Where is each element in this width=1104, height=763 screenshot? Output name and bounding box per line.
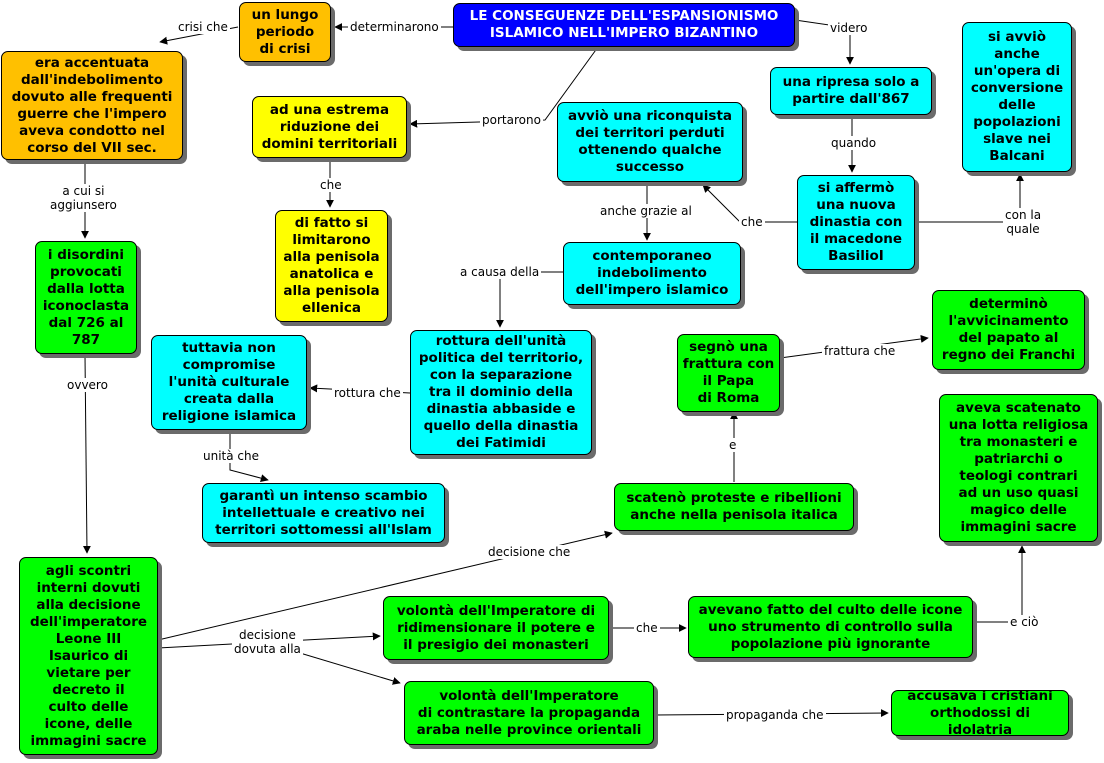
propaganda-node[interactable]: volontà dell'Imperatore di contrastare l… — [404, 681, 654, 745]
franchi-node[interactable]: determinò l'avvicinamento del papato al … — [932, 290, 1085, 370]
ripresa-node[interactable]: una ripresa solo a partire dall'867 — [770, 67, 932, 115]
link-e-cio — [975, 545, 1026, 623]
label-che-2: che — [739, 215, 765, 229]
label-ovvero: ovvero — [65, 378, 110, 392]
riconquista-node[interactable]: avviò una riconquista dei territori perd… — [557, 102, 743, 182]
link-a-causa — [496, 271, 563, 328]
link-unita-che — [229, 430, 269, 483]
papa-node[interactable]: segnò una frattura con il Papa di Roma — [677, 334, 780, 412]
indebolimento-islamico-node[interactable]: contemporaneo indebolimento dell'impero … — [563, 242, 741, 305]
label-rottura-che: rottura che — [332, 386, 403, 400]
label-decisione-che: decisione che — [486, 545, 573, 559]
scambio-node[interactable]: garantì un intenso scambio intellettuale… — [202, 483, 445, 543]
label-a-cui-si: a cui si aggiunsero — [48, 184, 119, 212]
disordini-node[interactable]: i disordini provocati dalla lotta iconoc… — [35, 241, 137, 354]
label-e-cio: e ciò — [1008, 615, 1041, 629]
culto-icone-node[interactable]: avevano fatto del culto delle icone uno … — [688, 596, 973, 658]
opera-conversione-node[interactable]: si avviò anche un'opera di conversione d… — [962, 22, 1072, 172]
label-decisione-dovuta-alla: decisione dovuta alla — [232, 628, 303, 656]
link-decisione-dovuta-2 — [234, 651, 401, 685]
riduzione-node[interactable]: ad una estrema riduzione dei domini terr… — [252, 96, 407, 158]
unita-culturale-node[interactable]: tuttavia non compromise l'unità cultural… — [151, 335, 307, 430]
limitarono-node[interactable]: di fatto si limitarono alla penisola ana… — [275, 210, 388, 322]
label-e-1: e — [727, 438, 739, 452]
link-portarono — [409, 46, 599, 128]
lotta-religiosa-node[interactable]: aveva scatenato una lotta religiosa tra … — [939, 394, 1098, 542]
label-che-3: che — [634, 621, 660, 635]
dinastia-node[interactable]: si affermò una nuova dinastia con il mac… — [797, 175, 915, 270]
indebolimento-node[interactable]: era accentuata dall'indebolimento dovuto… — [1, 51, 183, 160]
label-che-1: che — [318, 178, 344, 192]
label-determinarono: determinarono — [348, 20, 441, 34]
label-con-la-quale: con la quale — [1003, 208, 1044, 236]
label-crisi-che: crisi che — [176, 20, 230, 34]
root-node[interactable]: LE CONSEGUENZE DELL'ESPANSIONISMO ISLAMI… — [453, 3, 795, 47]
label-propaganda-che: propaganda che — [724, 708, 826, 722]
scontri-node[interactable]: agli scontri interni dovuti alla decisio… — [19, 557, 158, 755]
label-quando: quando — [829, 136, 879, 150]
label-videro: videro — [828, 21, 870, 35]
label-anche-grazie-al: anche grazie al — [598, 204, 694, 218]
monasteri-node[interactable]: volontà dell'Imperatore di ridimensionar… — [383, 596, 609, 660]
label-frattura-che: frattura che — [822, 344, 898, 358]
label-unita-che: unità che — [201, 449, 262, 463]
label-a-causa-della: a causa della — [458, 265, 542, 279]
rottura-node[interactable]: rottura dell'unità politica del territor… — [410, 330, 592, 455]
periodo-crisi-node[interactable]: un lungo periodo di crisi — [239, 2, 331, 62]
proteste-node[interactable]: scatenò proteste e ribellioni anche nell… — [614, 483, 854, 531]
label-portarono: portarono — [480, 113, 543, 127]
idolatria-node[interactable]: accusava i cristiani orthodossi di idola… — [891, 688, 1069, 738]
